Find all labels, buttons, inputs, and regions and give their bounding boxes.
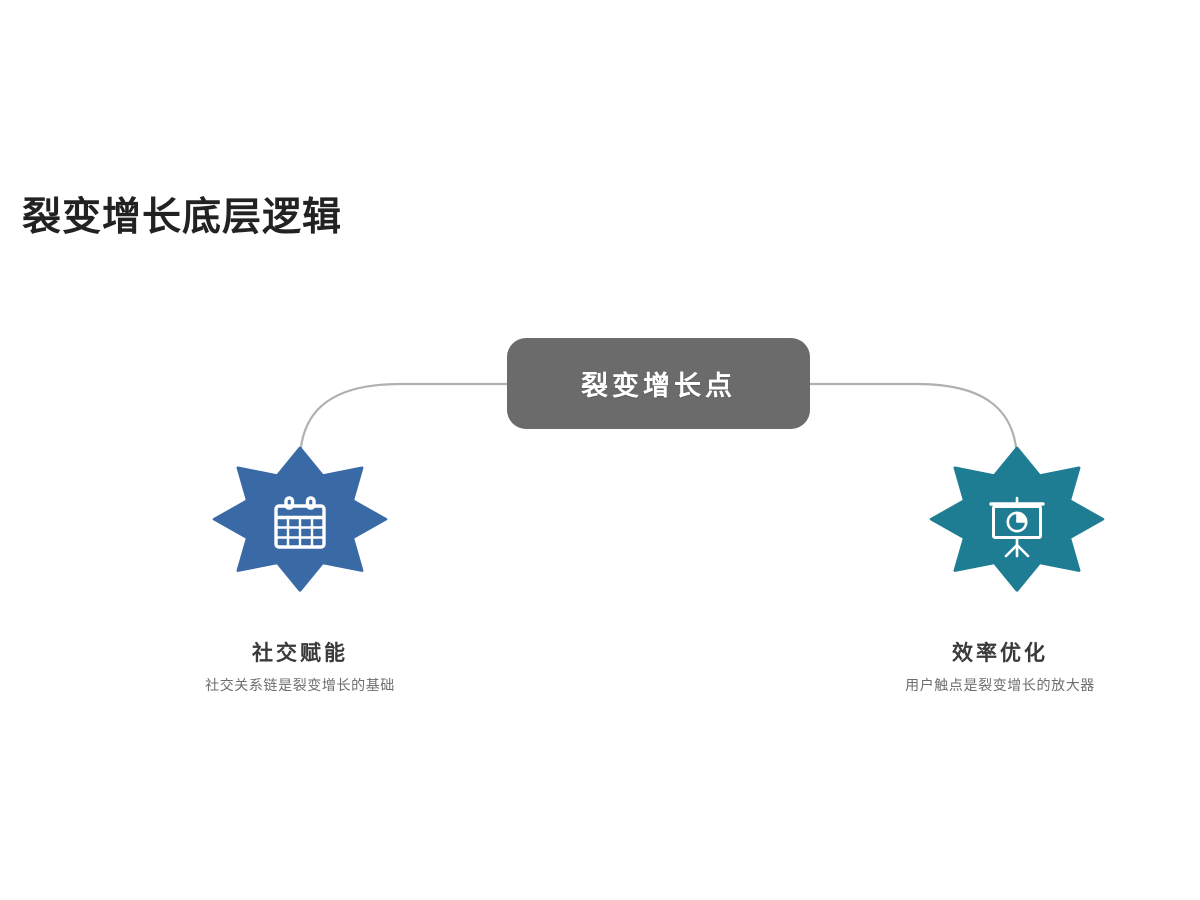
node-caption-left: 社交赋能 社交关系链是裂变增长的基础 xyxy=(130,640,470,696)
node-title-right: 效率优化 xyxy=(952,642,1048,665)
presentation-chart-icon xyxy=(989,496,1045,558)
node-right[interactable] xyxy=(929,446,1105,592)
connector-left xyxy=(298,382,509,464)
node-description-left: 社交关系链是裂变增长的基础 xyxy=(205,677,395,694)
node-left[interactable] xyxy=(212,446,388,592)
connector-right xyxy=(808,382,1019,464)
node-caption-right: 效率优化 用户触点是裂变增长的放大器 xyxy=(830,640,1170,696)
page-title: 裂变增长底层逻辑 xyxy=(22,196,343,239)
node-description-right: 用户触点是裂变增长的放大器 xyxy=(905,677,1095,694)
calendar-icon xyxy=(274,496,326,549)
hub-box[interactable] xyxy=(507,338,810,429)
node-title-left: 社交赋能 xyxy=(252,642,348,665)
